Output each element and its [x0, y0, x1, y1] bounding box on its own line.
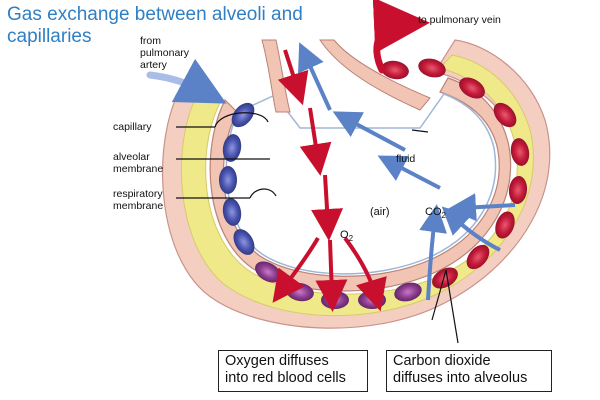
- from-pulmonary-artery-label: from pulmonary artery: [140, 35, 190, 71]
- air-label: (air): [370, 206, 390, 218]
- oxygen-diffusion-arrow-middle: [315, 239, 348, 312]
- alveolar-duct-right-wall: [319, 39, 431, 111]
- inhaled-air-arrow-2: [299, 107, 332, 176]
- oxygen-diffusion-arrow-left: [272, 236, 320, 303]
- fluid-label: fluid: [396, 153, 415, 165]
- co2-diffusion-caption: Carbon dioxide diffuses into alveolus: [386, 350, 552, 392]
- o2-label: O2: [340, 229, 354, 243]
- inhaled-air-arrow-1: [277, 49, 309, 106]
- alveolar-membrane-label: alveolar membrane: [113, 151, 164, 175]
- leader-lines: [176, 112, 459, 344]
- inhaled-air-arrow-3: [311, 174, 344, 241]
- exhaled-air-arrow-2: [332, 111, 406, 152]
- respiratory-membrane-label: respiratory membrane: [113, 188, 164, 212]
- co2-diffusion-arrow-bottom: [419, 204, 447, 301]
- oxygen-diffusion-caption: Oxygen diffuses into red blood cells: [218, 350, 368, 392]
- blood-inflow-arrow: [146, 58, 227, 104]
- blood-outflow-arrow: [372, 0, 430, 74]
- co2-diffusion-arrow-right: [448, 193, 516, 222]
- oxygenated-red-blood-cells: [381, 58, 530, 289]
- co2-label: CO2: [425, 206, 447, 220]
- diagram-title: Gas exchange between alveoli and capilla…: [7, 4, 303, 47]
- capillary-label: capillary: [113, 121, 152, 133]
- oxygen-diffusion-arrow-right: [343, 236, 387, 312]
- to-pulmonary-vein-label: to pulmonary vein: [418, 14, 501, 26]
- exhaled-air-arrow-3: [377, 155, 441, 190]
- exhaled-air-arrow-1: [298, 42, 332, 111]
- deoxygenated-red-blood-cells: [219, 102, 255, 255]
